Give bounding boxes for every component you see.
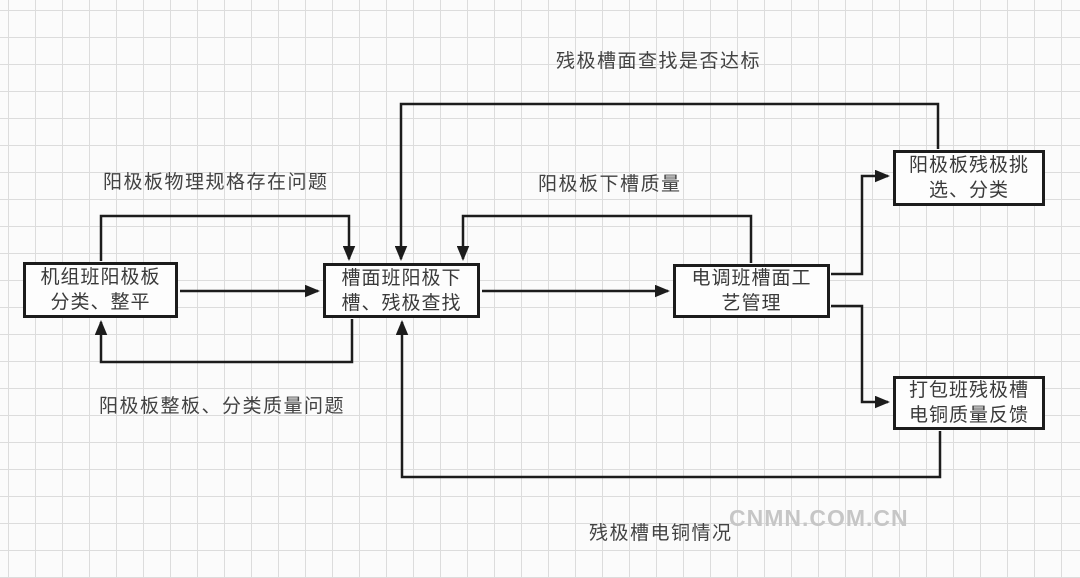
edge-label-physical-spec-issue: 阳极板物理规格存在问题	[103, 172, 329, 193]
edge-slot-quality-loop	[456, 214, 753, 263]
node-unit-team: 机组班阳极板 分类、整平	[23, 262, 178, 318]
edge-electro-to-packing	[831, 304, 891, 409]
node-anode-sorting-team: 阳极板残极挑 选、分类	[893, 150, 1045, 206]
edge-bottom-feedback-loop	[395, 319, 942, 479]
edge-electro-to-sorting	[831, 169, 891, 276]
node-slot-surface-team: 槽面班阳极下 槽、残极查找	[323, 263, 480, 318]
node-packing-team: 打包班残极槽 电铜质量反馈	[893, 376, 1045, 430]
edge-top-feedback-loop	[394, 102, 940, 262]
edge-label-classification-issue: 阳极板整板、分类质量问题	[99, 396, 346, 417]
edge-label-top-feedback: 残极槽面查找是否达标	[556, 51, 762, 72]
node-electro-adjust-team: 电调班槽面工 艺管理	[673, 264, 830, 318]
edge-label-bottom-feedback: 残极槽电铜情况	[589, 523, 733, 544]
edge-classification-loop	[94, 319, 354, 364]
edge-physical-spec-loop	[99, 214, 356, 262]
edge-label-slot-quality: 阳极板下槽质量	[538, 174, 682, 195]
watermark-text: CNMN.COM.CN	[729, 505, 909, 531]
